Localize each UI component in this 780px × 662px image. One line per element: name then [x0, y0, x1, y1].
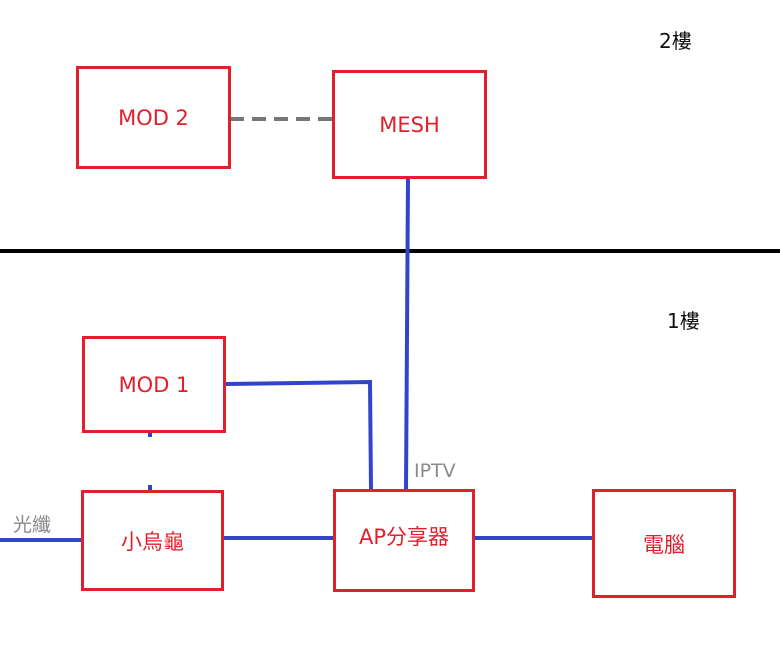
floor-label-2f: 2樓	[659, 29, 692, 53]
mesh-label: MESH	[379, 112, 440, 137]
mod1-box: MOD 1	[82, 336, 226, 433]
mod1-ap-wire	[225, 379, 373, 491]
mesh-ap-wire	[404, 177, 410, 491]
ap-router-label: AP分享器	[358, 524, 450, 549]
mod2-label: MOD 2	[118, 105, 189, 130]
ap-router-box: AP分享器	[333, 489, 475, 592]
fiber-label: 光纖	[13, 514, 52, 536]
mesh-box: MESH	[332, 70, 487, 179]
floor-label-1f: 1樓	[667, 309, 700, 333]
pc-box: 電腦	[592, 489, 736, 598]
turtle-box: 小烏龜	[81, 490, 224, 591]
mod1-label: MOD 1	[118, 372, 190, 397]
iptv-label: IPTV	[414, 460, 456, 482]
pc-label: 電腦	[643, 532, 685, 557]
turtle-label: 小烏龜	[121, 529, 184, 554]
mod2-box: MOD 2	[76, 66, 231, 169]
